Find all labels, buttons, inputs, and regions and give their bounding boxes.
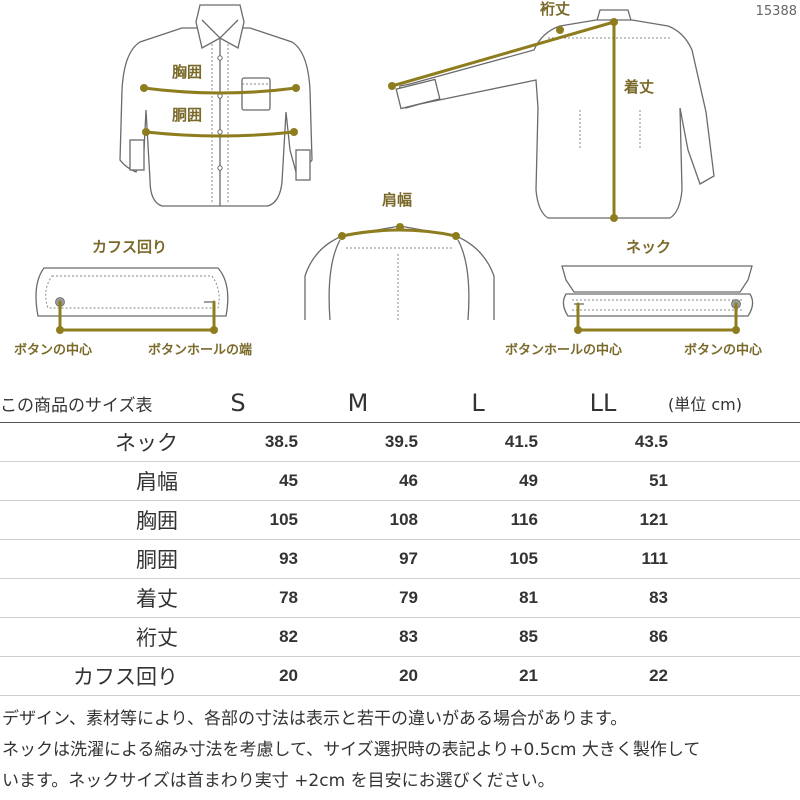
cuff-buttonhole-edge-note: ボタンホールの端 (148, 342, 252, 358)
row-label: カフス回り (0, 656, 178, 696)
table-cell-empty (668, 617, 800, 657)
table-row: カフス回り 20 20 21 22 (0, 656, 800, 696)
table-cell: 79 (298, 578, 418, 618)
body-length-label: 着丈 (623, 78, 654, 96)
size-table-header: この商品のサイズ表 S M L LL (単位 cm) (0, 384, 800, 423)
shoulder-illustration: 肩幅 (304, 191, 495, 321)
table-cell: 86 (538, 617, 668, 657)
measurement-diagram: 15388 胸囲 胴囲 (14, 0, 797, 358)
note-line: います。ネックサイズは首まわり実寸 +2cm を目安にお選びください。 (2, 771, 555, 791)
table-cell: 45 (178, 461, 298, 501)
notes: デザイン、素材等により、各部の寸法は表示と若干の違いがある場合があります。 ネッ… (2, 704, 798, 797)
table-cell: 93 (178, 539, 298, 579)
table-cell: 20 (298, 656, 418, 696)
neck-buttonhole-center-note: ボタンホールの中心 (505, 342, 622, 358)
table-cell-empty (668, 578, 800, 618)
table-cell: 105 (178, 500, 298, 540)
table-cell-empty (668, 422, 800, 462)
table-cell: 43.5 (538, 422, 668, 462)
shirt-back-illustration: 裄丈 着丈 (388, 0, 715, 222)
table-cell: 121 (538, 500, 668, 540)
table-cell: 108 (298, 500, 418, 540)
table-cell: 105 (418, 539, 538, 579)
waist-label: 胴囲 (172, 106, 202, 124)
row-label: 胸囲 (0, 500, 178, 540)
table-cell: 85 (418, 617, 538, 657)
shoulder-label: 肩幅 (382, 191, 412, 209)
neck-label: ネック (626, 238, 671, 256)
table-cell: 82 (178, 617, 298, 657)
size-header-m: M (298, 384, 418, 423)
table-cell: 38.5 (178, 422, 298, 462)
table-row: 胴囲 93 97 105 111 (0, 539, 800, 579)
table-cell: 21 (418, 656, 538, 696)
table-cell: 41.5 (418, 422, 538, 462)
table-cell: 51 (538, 461, 668, 501)
table-cell: 78 (178, 578, 298, 618)
row-label: ネック (0, 422, 178, 462)
neck-band-illustration: ネック ボタンホールの中心 ボタンの中心 (505, 238, 762, 358)
size-header-ll: LL (538, 384, 668, 423)
table-cell: 39.5 (298, 422, 418, 462)
row-label: 胴囲 (0, 539, 178, 579)
table-row: ネック 38.5 39.5 41.5 43.5 (0, 422, 800, 462)
size-table: この商品のサイズ表 S M L LL (単位 cm) ネック 38.5 39.5… (0, 384, 800, 696)
table-cell-empty (668, 656, 800, 696)
shirt-front-illustration: 胸囲 胴囲 (119, 4, 313, 207)
row-label: 肩幅 (0, 461, 178, 501)
cuff-button-center-note: ボタンの中心 (14, 342, 92, 358)
note-line: デザイン、素材等により、各部の寸法は表示と若干の違いがある場合があります。 (2, 709, 628, 729)
table-cell: 116 (418, 500, 538, 540)
row-label: 裄丈 (0, 617, 178, 657)
table-cell: 83 (538, 578, 668, 618)
table-cell: 46 (298, 461, 418, 501)
row-label: 着丈 (0, 578, 178, 618)
table-cell: 22 (538, 656, 668, 696)
size-header-l: L (418, 384, 538, 423)
table-row: 胸囲 105 108 116 121 (0, 500, 800, 540)
table-row: 肩幅 45 46 49 51 (0, 461, 800, 501)
cuff-illustration: カフス回り ボタンの中心 ボタンホールの端 (14, 238, 252, 358)
table-cell: 111 (538, 539, 668, 579)
note-line: ネックは洗濯による縮み寸法を考慮して、サイズ選択時の表記より+0.5cm 大きく… (2, 740, 701, 760)
table-cell: 49 (418, 461, 538, 501)
table-cell: 81 (418, 578, 538, 618)
table-cell: 97 (298, 539, 418, 579)
table-cell: 20 (178, 656, 298, 696)
cuff-label: カフス回り (92, 238, 167, 256)
size-header-s: S (178, 384, 298, 423)
table-cell-empty (668, 461, 800, 501)
table-row: 着丈 78 79 81 83 (0, 578, 800, 618)
table-cell-empty (668, 539, 800, 579)
unit-label: (単位 cm) (668, 384, 800, 423)
sleeve-length-label: 裄丈 (539, 0, 570, 18)
table-row: 裄丈 82 83 85 86 (0, 617, 800, 657)
product-code: 15388 (756, 4, 797, 19)
size-table-caption: この商品のサイズ表 (0, 384, 178, 423)
neck-button-center-note: ボタンの中心 (684, 342, 762, 358)
chest-label: 胸囲 (172, 63, 202, 81)
table-cell: 83 (298, 617, 418, 657)
table-cell-empty (668, 500, 800, 540)
